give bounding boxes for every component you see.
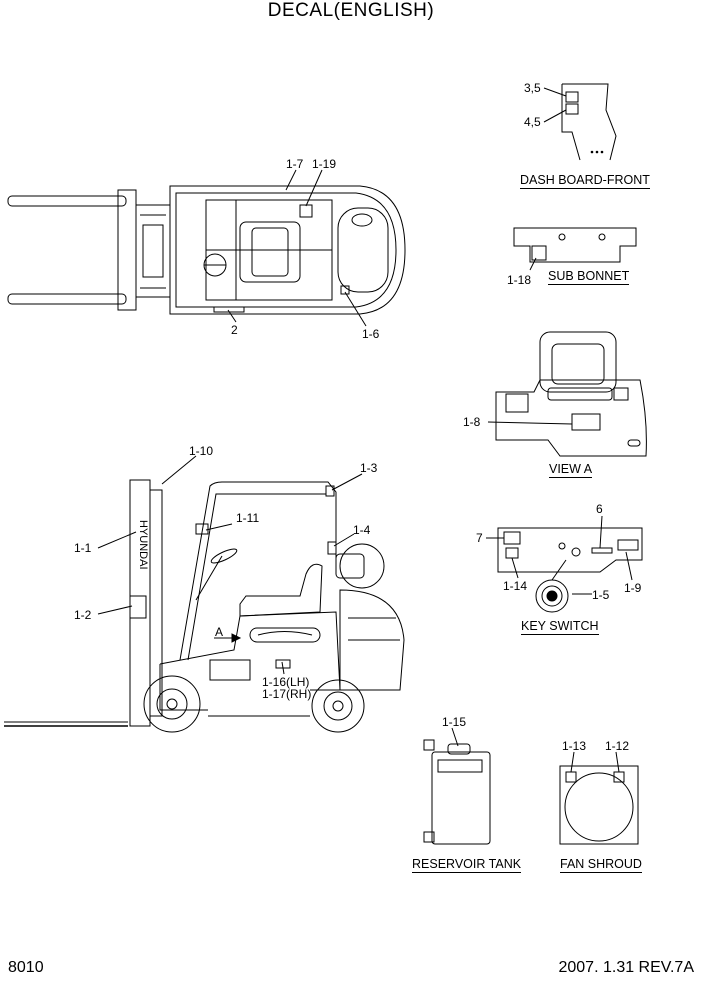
- top-fork-lower: [8, 294, 126, 304]
- callout-1-18: 1-18: [507, 273, 532, 287]
- fan-shroud-frame: [560, 766, 638, 844]
- reservoir-cap: [448, 744, 470, 754]
- top-body-outline: [170, 186, 405, 314]
- callout-1-6: 1-6: [362, 327, 380, 341]
- callout-6: 6: [596, 502, 603, 516]
- callout-1-12: 1-12: [605, 739, 630, 753]
- caption-fan-shroud: FAN SHROUD: [560, 857, 642, 873]
- top-view-forklift: [8, 170, 405, 326]
- key-panel-decal-1-14: [506, 548, 518, 558]
- side-mast-inner: [150, 490, 162, 716]
- top-fork-upper: [8, 196, 126, 206]
- mast-brand-text: HYUNDAI: [137, 520, 149, 570]
- side-front-wheel: [144, 676, 200, 732]
- callout-1-17: 1-17(RH): [262, 687, 312, 701]
- callout-1-15: 1-15: [442, 715, 467, 729]
- caption-sub-bonnet: SUB BONNET: [548, 269, 630, 285]
- fan-decal-1-13: [566, 772, 576, 782]
- caption-view-a: VIEW A: [549, 462, 593, 478]
- caption-dash-board-front: DASH BOARD-FRONT: [520, 173, 650, 189]
- reservoir-tank-body: [432, 752, 490, 844]
- callout-1-13: 1-13: [562, 739, 587, 753]
- callout-1-9: 1-9: [624, 581, 642, 595]
- callout-view-a-arrow: A: [215, 625, 224, 639]
- fan-shroud-opening: [565, 773, 633, 841]
- top-decal-1-6: [341, 286, 349, 294]
- side-decal-1-4: [328, 542, 336, 554]
- caption-reservoir-tank: RESERVOIR TANK: [412, 857, 522, 873]
- callout-1-14: 1-14: [503, 579, 528, 593]
- callout-1-11: 1-11: [236, 511, 260, 525]
- callout-3-5: 3,5: [524, 81, 541, 95]
- callout-1-5: 1-5: [592, 588, 610, 602]
- key-panel-decal-6: [592, 548, 612, 553]
- side-decal-1-2: [130, 596, 146, 618]
- side-decal-1-11: [196, 524, 208, 534]
- view-a-panel: [506, 394, 528, 412]
- dash-board-front-view: [544, 84, 616, 160]
- side-view-forklift: HYUNDAI: [4, 456, 404, 732]
- page-title: DECAL(ENGLISH): [267, 0, 435, 21]
- side-decal-1-16-1-17: [250, 628, 320, 642]
- callout-1-4: 1-4: [353, 523, 371, 537]
- top-seat: [240, 222, 300, 282]
- key-switch-view: [486, 516, 642, 612]
- sub-bonnet-decal: [532, 246, 546, 260]
- reservoir-decal-1-15: [438, 760, 482, 772]
- side-seat: [240, 564, 322, 616]
- side-decal-step: [210, 660, 250, 680]
- top-lpg-tank: [338, 208, 388, 292]
- callout-1-10: 1-10: [189, 444, 214, 458]
- key-panel-decal-1-9: [618, 540, 638, 550]
- side-decal-1-3: [326, 486, 334, 496]
- callout-2: 2: [231, 323, 238, 337]
- callout-7: 7: [476, 531, 483, 545]
- top-mast: [136, 205, 170, 297]
- sub-bonnet-view: [514, 228, 636, 270]
- side-body: [160, 612, 340, 690]
- side-rear-wheel: [312, 680, 364, 732]
- top-carriage: [118, 190, 136, 310]
- reservoir-tank-view: [424, 728, 490, 844]
- callout-1-8: 1-8: [463, 415, 481, 429]
- dash-decal-upper: [566, 92, 578, 102]
- callout-4-5: 4,5: [524, 115, 541, 129]
- key-panel-decal-7: [504, 532, 520, 544]
- fan-shroud-view: [560, 752, 638, 844]
- view-a-seat-back: [540, 332, 616, 392]
- side-overhead-guard: [180, 482, 336, 660]
- side-mast-outer: [130, 480, 150, 726]
- callout-1-16: 1-16(LH): [262, 675, 310, 689]
- callout-1-3: 1-3: [360, 461, 378, 475]
- view-a-drawing: [488, 332, 646, 456]
- callout-1-2: 1-2: [74, 608, 92, 622]
- top-decal-1-19: [300, 205, 312, 217]
- callout-1-7: 1-7: [286, 157, 304, 171]
- caption-key-switch: KEY SWITCH: [521, 619, 599, 635]
- revision-date: 2007. 1.31 REV.7A: [558, 959, 694, 976]
- callout-1-19: 1-19: [312, 157, 337, 171]
- dash-decal-lower: [566, 104, 578, 114]
- page-number: 8010: [8, 959, 44, 976]
- view-a-decal-1-8: [572, 414, 600, 430]
- side-counterweight: [340, 590, 404, 690]
- side-lpg-tank: [340, 544, 384, 588]
- callout-1-1: 1-1: [74, 541, 92, 555]
